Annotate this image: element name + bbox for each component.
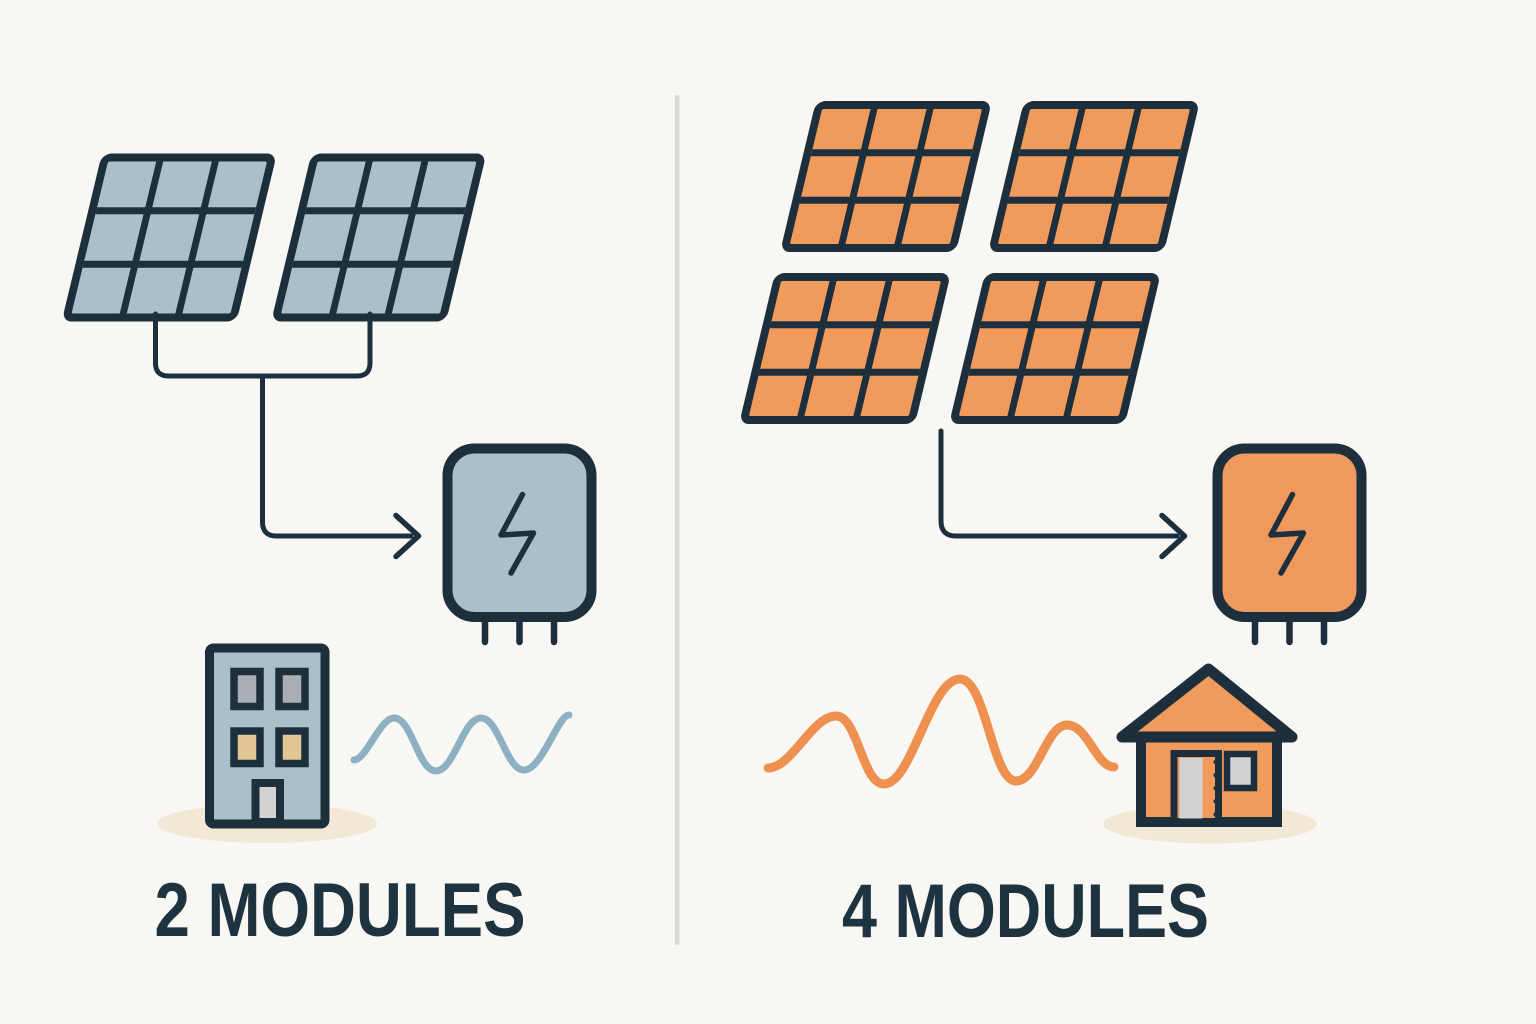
divider-line xyxy=(675,95,680,945)
right-label: 4 MODULES xyxy=(842,869,1209,954)
building-icon xyxy=(157,643,377,843)
building-door xyxy=(251,779,284,826)
solar-panel-icon xyxy=(954,277,1156,420)
solar-panel-icon xyxy=(67,158,272,318)
house-door xyxy=(1179,758,1203,819)
lightning-bolt-icon xyxy=(498,491,537,576)
left-diagram: 2 MODULES xyxy=(67,158,597,953)
arrow-icon xyxy=(1159,512,1188,560)
house-window xyxy=(1223,750,1258,792)
connector-line xyxy=(260,373,414,539)
solar-panel-icon xyxy=(744,277,946,420)
ac-wave-icon xyxy=(763,674,1119,789)
right-diagram: 4 MODULES xyxy=(744,105,1367,954)
solar-panel-icon xyxy=(993,105,1195,248)
connector-line xyxy=(938,428,1180,539)
inverter-icon xyxy=(442,443,597,646)
building-window xyxy=(275,727,309,768)
building-window xyxy=(230,727,264,768)
arrow-icon xyxy=(393,512,422,560)
inverter-icon xyxy=(1212,443,1367,646)
left-label: 2 MODULES xyxy=(155,868,526,953)
lightning-bolt-icon xyxy=(1268,491,1307,576)
solar-panel-icon xyxy=(785,105,987,248)
ac-wave-icon xyxy=(350,711,573,775)
building-window xyxy=(275,667,309,711)
building-window xyxy=(230,667,264,711)
house-icon xyxy=(1103,663,1317,844)
solar-panel-icon xyxy=(276,158,481,318)
house-roof xyxy=(1116,663,1298,743)
